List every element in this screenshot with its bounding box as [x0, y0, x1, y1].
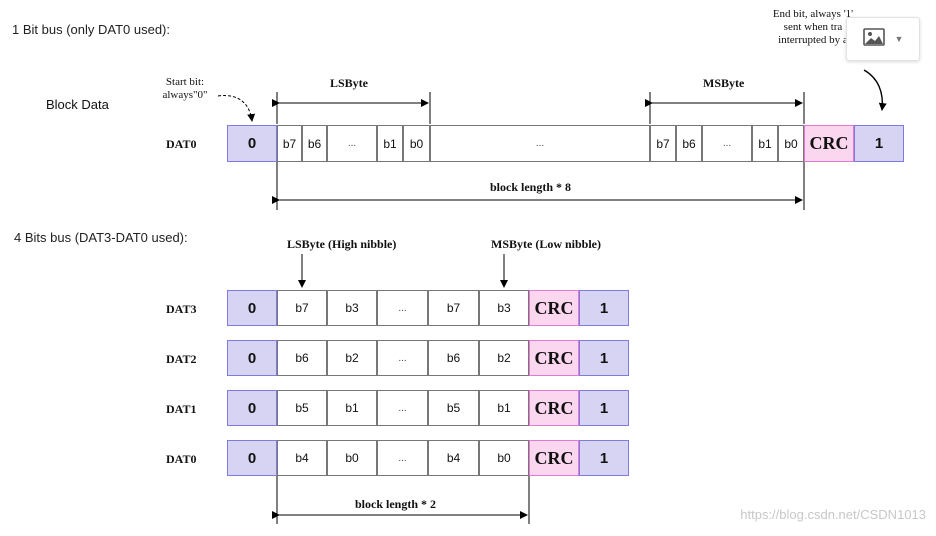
- bit-cell: b7: [428, 290, 479, 326]
- bit-cell: b1: [327, 390, 377, 426]
- ellipsis-cell: ...: [377, 440, 428, 476]
- bit-cell: b4: [277, 440, 327, 476]
- bit-cell: b7: [277, 290, 327, 326]
- crc-cell: CRC: [529, 440, 579, 476]
- ellipsis-cell: ...: [327, 125, 377, 162]
- section2-title: 4 Bits bus (DAT3-DAT0 used):: [14, 230, 188, 245]
- bit-cell: b6: [428, 340, 479, 376]
- end-bit-cell: 1: [579, 440, 629, 476]
- block-length-label: block length * 8: [490, 180, 572, 194]
- end-bit-note: End bit, always '1' sent when tra interr…: [772, 8, 854, 46]
- ellipsis-cell: ...: [377, 390, 428, 426]
- watermark: https://blog.csdn.net/CSDN1013: [740, 507, 926, 522]
- bit-cell: b0: [479, 440, 529, 476]
- ellipsis-cell: ...: [430, 125, 650, 162]
- dropdown-caret-icon[interactable]: ▼: [894, 34, 904, 44]
- image-icon[interactable]: [862, 27, 885, 51]
- row-label-dat3: DAT3: [166, 302, 197, 316]
- section1-title: 1 Bit bus (only DAT0 used):: [12, 22, 170, 37]
- bit-cell: b0: [778, 125, 804, 162]
- row-label-dat1: DAT1: [166, 402, 197, 416]
- row-label-dat0: DAT0: [166, 137, 197, 151]
- bit-cell: b5: [428, 390, 479, 426]
- end-bit-cell: 1: [579, 340, 629, 376]
- start-bit-cell: 0: [227, 125, 277, 162]
- crc-cell: CRC: [529, 340, 579, 376]
- bit-cell: b6: [277, 340, 327, 376]
- lsbyte-high-nibble-label: LSByte (High nibble): [287, 237, 397, 251]
- block-length-label-4bit: block length * 2: [355, 497, 437, 511]
- ellipsis-cell: ...: [377, 290, 428, 326]
- image-toolbar[interactable]: ▼: [846, 17, 920, 61]
- start-bit-cell: 0: [227, 390, 277, 426]
- bit-cell: b7: [650, 125, 676, 162]
- start-bit-cell: 0: [227, 290, 277, 326]
- bit-cell: b5: [277, 390, 327, 426]
- start-bit-cell: 0: [227, 440, 277, 476]
- start-bit-note: Start bit: always"0": [162, 76, 208, 101]
- bit-cell: b1: [752, 125, 778, 162]
- bit-cell: b0: [327, 440, 377, 476]
- end-bit-cell: 1: [579, 290, 629, 326]
- bit-cell: b2: [327, 340, 377, 376]
- start-bit-cell: 0: [227, 340, 277, 376]
- row-label-dat2: DAT2: [166, 352, 197, 366]
- end-bit-cell: 1: [579, 390, 629, 426]
- msbyte-label: MSByte: [703, 76, 745, 90]
- bit-cell: b4: [428, 440, 479, 476]
- start-bit-pointer-arrow: [217, 95, 256, 122]
- end-bit-pointer-arrow: [863, 69, 887, 111]
- crc-cell: CRC: [529, 390, 579, 426]
- bit-cell: b7: [277, 125, 302, 162]
- bit-cell: b6: [302, 125, 327, 162]
- bit-cell: b3: [479, 290, 529, 326]
- ellipsis-cell: ...: [702, 125, 752, 162]
- bit-cell: b2: [479, 340, 529, 376]
- bit-cell: b1: [377, 125, 403, 162]
- block-data-label: Block Data: [46, 97, 109, 112]
- end-bit-cell: 1: [854, 125, 904, 162]
- row-label-dat0-4bit: DAT0: [166, 452, 197, 466]
- bit-cell: b3: [327, 290, 377, 326]
- bit-cell: b1: [479, 390, 529, 426]
- bit-cell: b6: [676, 125, 702, 162]
- msbyte-low-nibble-label: MSByte (Low nibble): [491, 237, 602, 251]
- lsbyte-label: LSByte: [330, 76, 369, 90]
- bit-cell: b0: [403, 125, 430, 162]
- crc-cell: CRC: [529, 290, 579, 326]
- crc-cell: CRC: [804, 125, 854, 162]
- ellipsis-cell: ...: [377, 340, 428, 376]
